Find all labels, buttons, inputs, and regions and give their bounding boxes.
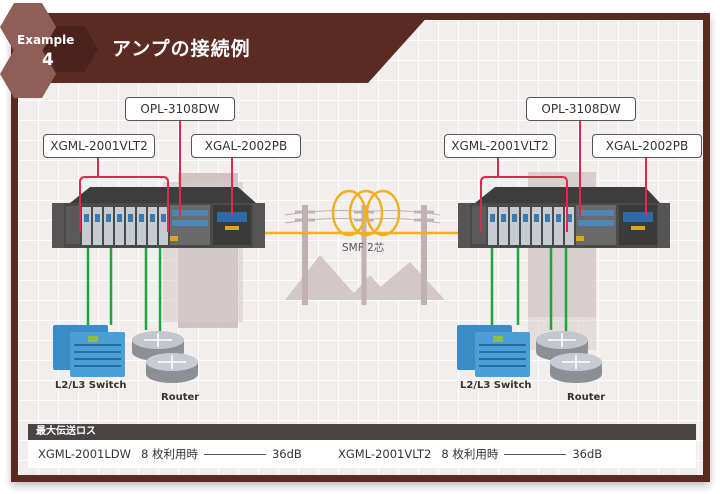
loss-value: 36dB [271, 447, 302, 461]
label-opl-right: OPL-3108DW [526, 97, 636, 121]
label-xgal-right: XGAL-2002PB [592, 134, 702, 158]
max-loss-heading: 最大伝送ロス [28, 424, 696, 440]
switch-icon-left [53, 325, 125, 377]
page-title: アンプの接続例 [112, 38, 251, 60]
fiber-link [262, 189, 460, 237]
router-icon-right [536, 331, 602, 383]
label-opl-left: OPL-3108DW [125, 97, 235, 121]
fiber-link-label: SMF 2芯 [342, 242, 385, 254]
loss-model: XGML-2001LDW [38, 447, 131, 461]
switch-label-right: L2/L3 Switch [460, 380, 532, 391]
example-badge-number: 4 [42, 50, 54, 70]
loss-condition: 8 枚利用時 [441, 447, 499, 461]
switch-label-left: L2/L3 Switch [55, 380, 127, 391]
max-loss-panel: 最大伝送ロス XGML-2001LDW 8 枚利用時 36dB XGML-200… [28, 424, 696, 468]
switch-icon-right [457, 325, 530, 377]
example-badge-label: Example [17, 33, 75, 47]
loss-leader-line [203, 453, 266, 455]
loss-value: 36dB [572, 447, 603, 461]
router-label-right: Router [567, 392, 606, 403]
router-label-left: Router [161, 392, 200, 403]
loss-condition: 8 枚利用時 [140, 447, 198, 461]
callout-lines-right [480, 121, 647, 232]
loss-model: XGML-2001VLT2 [338, 447, 432, 461]
loss-leader-line [504, 453, 567, 455]
label-xgml-left: XGML-2001VLT2 [43, 134, 155, 158]
label-xgal-left: XGAL-2002PB [191, 134, 301, 158]
callout-lines-left [79, 121, 233, 232]
loss-row: XGML-2001LDW 8 枚利用時 36dB [38, 446, 302, 462]
chassis-right [458, 187, 670, 248]
router-icon-left [132, 331, 198, 383]
label-xgml-right: XGML-2001VLT2 [444, 134, 556, 158]
chassis-left [52, 187, 265, 248]
loss-row: XGML-2001VLT2 8 枚利用時 36dB [338, 446, 602, 462]
utp-lines-left [86, 248, 162, 355]
